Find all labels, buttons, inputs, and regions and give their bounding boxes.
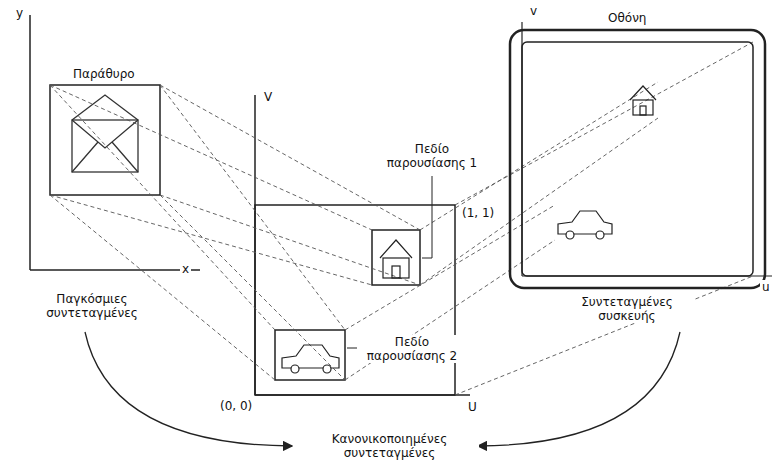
corner-label: (0, 0) [218,399,254,413]
axis-label: V [262,90,274,104]
car-picture [282,345,339,373]
envelope-picture [72,95,138,172]
viewport-label: Πεδίο παρουσίασης 2 [360,335,464,363]
viewport-label: Πεδίο παρουσίασης 1 [380,142,484,170]
window-rect [50,85,160,195]
corner-label: (1, 1) [460,206,496,220]
axis-label: U [466,400,479,414]
projection-lines [50,42,753,395]
window-box: Παράθυρο [50,85,160,195]
curved-arrows [85,332,680,446]
screen-box: Οθόνη [510,30,765,288]
screen-house [630,86,656,115]
node-heading: Οθόνη [605,11,649,25]
leader-lines [347,176,432,348]
axis-label: v [528,4,539,18]
coordinate-caption: Συντεταγμένες συσκευής [560,295,694,323]
coordinate-caption: Παγκόσμιες συντεταγμένες [25,292,159,320]
world-axes [30,15,200,270]
axis-label: y [14,6,25,20]
screen-car [558,211,612,239]
axis-label: u [760,280,772,294]
node-heading: Παράθυρο [70,67,138,81]
screen-frame [510,22,772,288]
viewport-1 [372,230,420,285]
normalized-axes [255,95,470,395]
viewport-2 [275,330,345,380]
axis-label: x [180,262,191,276]
coordinate-caption: Κανονικοποιημένες συντεταγμένες [300,432,479,460]
house-picture [380,240,412,278]
